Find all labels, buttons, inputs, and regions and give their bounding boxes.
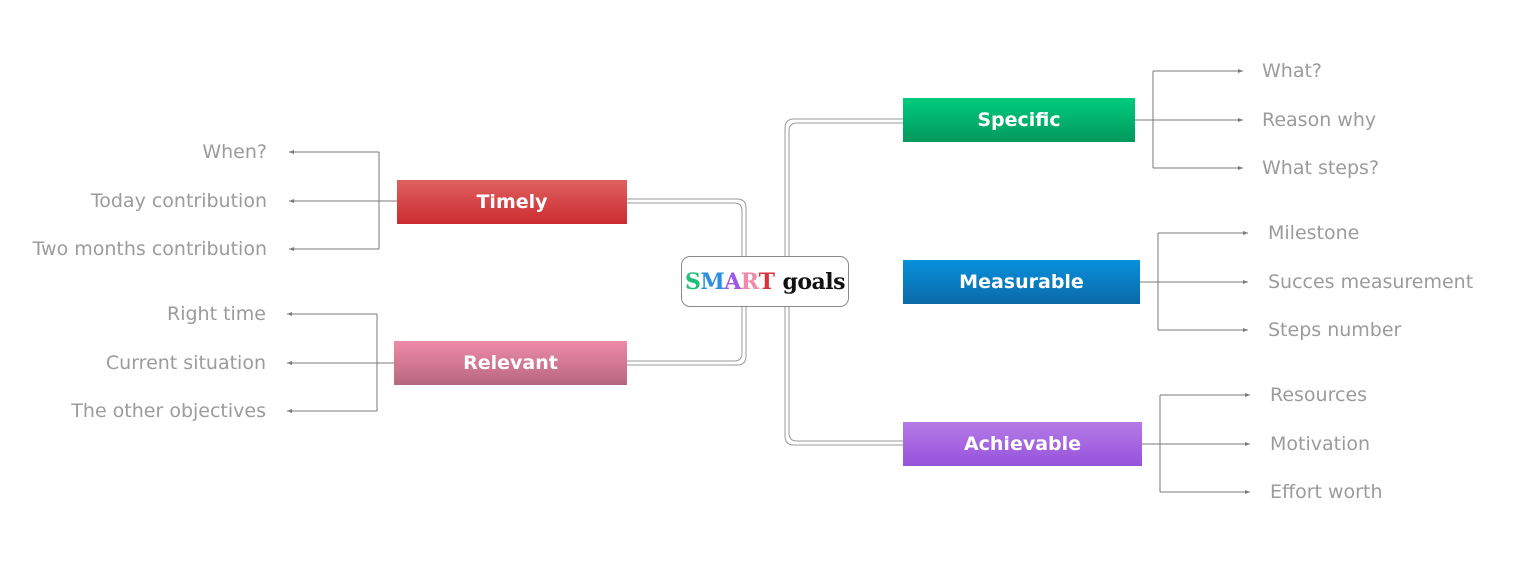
leaf-right-time[interactable]: Right time	[167, 303, 266, 325]
branch-label: Measurable	[959, 271, 1084, 293]
branch-relevant[interactable]: Relevant	[394, 341, 627, 385]
leaf-succes-measurement[interactable]: Succes measurement	[1268, 271, 1474, 293]
smart-letter-m: M	[700, 268, 725, 295]
leaf-what[interactable]: What?	[1262, 60, 1323, 82]
branch-label: Timely	[476, 191, 548, 213]
branch-label: Specific	[977, 109, 1061, 131]
leaf-the-other-objectives[interactable]: The other objectives	[71, 400, 266, 422]
leaf-when[interactable]: When?	[202, 141, 267, 163]
branch-timely[interactable]: Timely	[397, 180, 627, 224]
branch-label: Relevant	[463, 352, 558, 374]
leaf-motivation[interactable]: Motivation	[1270, 433, 1371, 455]
smart-letter-r: R	[740, 268, 759, 295]
leaf-steps-number[interactable]: Steps number	[1268, 319, 1402, 341]
branch-label: Achievable	[963, 433, 1082, 455]
leaf-reason-why[interactable]: Reason why	[1262, 109, 1377, 131]
smart-letter-s: S	[684, 268, 701, 295]
leaf-milestone[interactable]: Milestone	[1268, 222, 1360, 244]
leaf-effort-worth[interactable]: Effort worth	[1270, 481, 1383, 503]
leaf-current-situation[interactable]: Current situation	[105, 352, 266, 374]
branch-measurable[interactable]: Measurable	[903, 260, 1140, 304]
smart-letter-a: A	[724, 268, 741, 295]
branch-achievable[interactable]: Achievable	[903, 422, 1142, 466]
leaf-what-steps[interactable]: What steps?	[1262, 157, 1380, 179]
central-topic-suffix: goals	[782, 268, 846, 295]
smart-letter-t: T	[758, 268, 775, 295]
leaf-today-contribution[interactable]: Today contribution	[90, 190, 267, 212]
branch-specific[interactable]: Specific	[903, 98, 1135, 142]
leaf-resources[interactable]: Resources	[1270, 384, 1368, 406]
leaf-two-months-contribution[interactable]: Two months contribution	[32, 238, 267, 260]
